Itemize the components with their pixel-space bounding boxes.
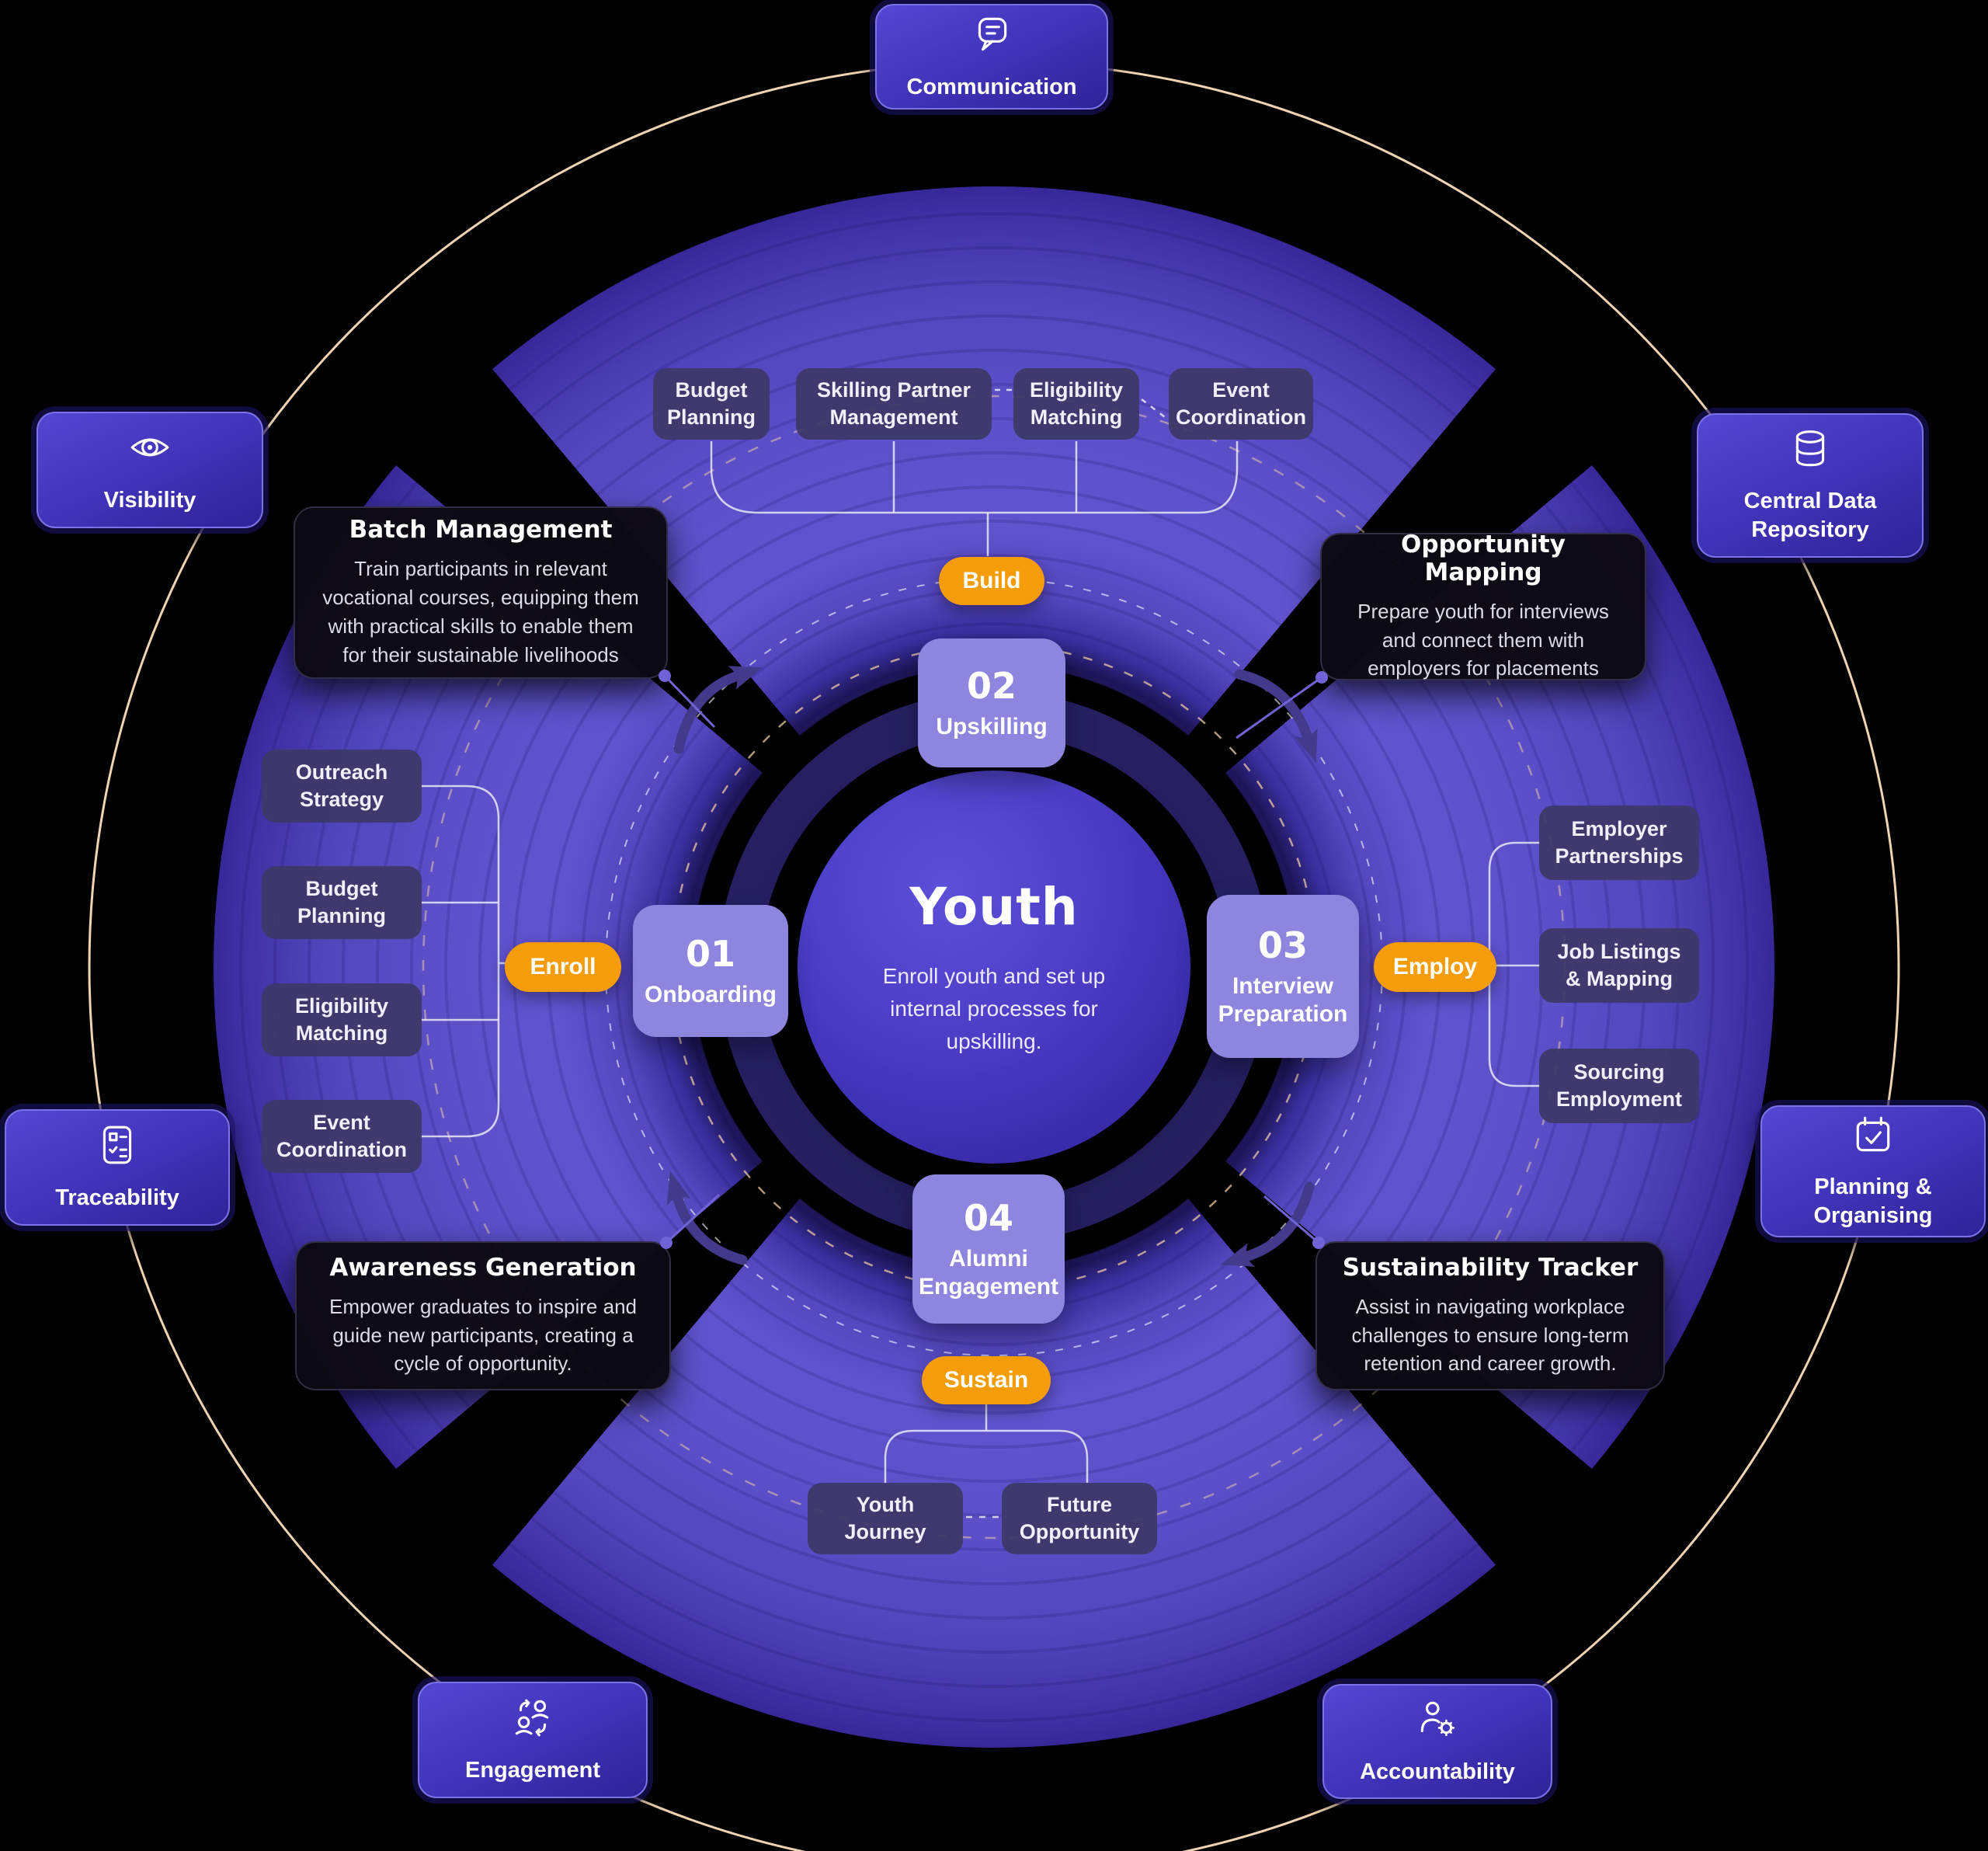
build-pill: Build xyxy=(939,557,1044,605)
callout-title: Batch Management xyxy=(349,516,613,545)
core-description: Enroll youth and set up internal process… xyxy=(882,963,1106,1053)
callout-awareness-generation: Awareness Generation Empower graduates t… xyxy=(295,1241,671,1390)
callout-body: Prepare youth for interviews and connect… xyxy=(1357,599,1609,680)
callout-title: Opportunity Mapping xyxy=(1401,530,1566,586)
badge-engagement: Engagement xyxy=(418,1682,648,1798)
callout-body: Empower graduates to inspire and guide n… xyxy=(328,1294,637,1376)
badge-label: Communication xyxy=(906,74,1077,99)
stage-label: Upskilling xyxy=(936,714,1048,739)
badge-visibility: Visibility xyxy=(36,412,263,528)
eye-icon xyxy=(128,426,172,476)
callout-body: Train participants in relevant vocationa… xyxy=(322,557,639,666)
stage-number: 02 xyxy=(966,665,1017,707)
badge-traceability: Traceability xyxy=(5,1109,230,1226)
stage-card-upskilling: 02 Upskilling xyxy=(918,638,1065,767)
stage-label: Interview Preparation xyxy=(1218,973,1348,1027)
badge-label: Accountability xyxy=(1360,1759,1515,1784)
badge-label: Traceability xyxy=(55,1185,179,1210)
item-eligibility-matching-top: Eligibility Matching xyxy=(1013,368,1139,440)
item-event-coordination-top: Event Coordination xyxy=(1169,368,1313,440)
item-eligibility-matching-left: Eligibility Matching xyxy=(262,983,422,1056)
stage-number: 04 xyxy=(963,1197,1013,1239)
calendar-check-icon xyxy=(1851,1113,1895,1164)
item-budget-planning-left: Budget Planning xyxy=(262,866,422,939)
item-job-listings-mapping: Job Listings & Mapping xyxy=(1539,928,1699,1003)
badge-label: Visibility xyxy=(103,487,196,513)
stage-card-alumni-engagement: 04 Alumni Engagement xyxy=(912,1174,1065,1324)
enroll-pill: Enroll xyxy=(505,942,621,992)
checklist-icon xyxy=(96,1123,139,1174)
stage-card-onboarding: 01 Onboarding xyxy=(633,905,788,1037)
callout-opportunity-mapping: Opportunity Mapping Prepare youth for in… xyxy=(1320,530,1646,680)
callout-sustainability-tracker: Sustainability Tracker Assist in navigat… xyxy=(1315,1241,1665,1390)
badge-planning-organising: Planning & Organising xyxy=(1760,1105,1986,1237)
person-gear-icon xyxy=(1416,1697,1459,1748)
callout-body: Assist in navigating workplace challenge… xyxy=(1351,1294,1629,1376)
callout-title: Awareness Generation xyxy=(329,1253,637,1282)
badge-central-data-repository: Central Data Repository xyxy=(1697,413,1924,558)
item-youth-journey: Youth Journey xyxy=(808,1483,963,1554)
sustain-pill: Sustain xyxy=(922,1356,1051,1404)
database-icon xyxy=(1788,427,1832,478)
people-cycle-icon xyxy=(511,1696,554,1746)
item-budget-planning-top: Budget Planning xyxy=(653,368,770,440)
callout-title: Sustainability Tracker xyxy=(1342,1253,1639,1282)
item-skilling-partner-management: Skilling Partner Management xyxy=(796,368,992,440)
employ-pill: Employ xyxy=(1374,942,1496,992)
badge-label: Planning & Organising xyxy=(1813,1174,1933,1228)
badge-label: Central Data Repository xyxy=(1743,489,1877,542)
item-employer-partnerships: Employer Partnerships xyxy=(1539,805,1699,880)
stage-card-interview-preparation: 03 Interview Preparation xyxy=(1207,895,1359,1058)
stage-label: Onboarding xyxy=(645,982,777,1007)
badge-communication: Communication xyxy=(875,4,1108,110)
item-sourcing-employment: Sourcing Employment xyxy=(1539,1049,1699,1123)
callout-batch-management: Batch Management Train participants in r… xyxy=(294,506,668,679)
stage-number: 01 xyxy=(685,933,735,975)
badge-accountability: Accountability xyxy=(1322,1684,1552,1799)
stage-number: 03 xyxy=(1257,924,1308,966)
youth-core: Youth Enroll youth and set up internal p… xyxy=(798,771,1190,1164)
speech-bubble-icon xyxy=(970,12,1013,63)
item-event-coordination-left: Event Coordination xyxy=(262,1100,422,1173)
badge-label: Engagement xyxy=(464,1757,601,1783)
stage-label: Alumni Engagement xyxy=(918,1246,1059,1300)
item-future-opportunity: Future Opportunity xyxy=(1002,1483,1157,1554)
item-outreach-strategy: Outreach Strategy xyxy=(262,750,422,823)
core-title: Youth xyxy=(909,876,1079,937)
